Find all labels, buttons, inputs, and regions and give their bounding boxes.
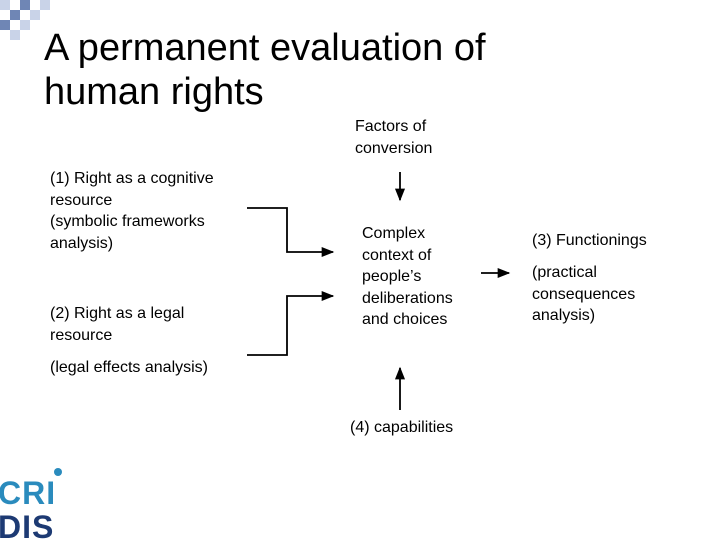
- cridis-logo: CRI DIS: [0, 468, 62, 540]
- connector-legal: [247, 290, 335, 356]
- capabilities-label: (4) capabilities: [350, 419, 454, 436]
- svg-text:DIS: DIS: [0, 509, 54, 540]
- factors-of-conversion-label: Factors of conversion: [355, 118, 433, 157]
- svg-text:CRI: CRI: [0, 475, 56, 511]
- connector-cognitive: [247, 207, 335, 258]
- legal-effects-label: (legal effects analysis): [50, 359, 208, 376]
- corner-decoration: [0, 0, 50, 40]
- cognitive-resource-label: (1) Right as a cognitive resource (symbo…: [50, 170, 214, 252]
- complex-context-label: Complex context of people’s deliberation…: [362, 225, 453, 328]
- functionings-label: (3) Functionings: [532, 232, 647, 249]
- legal-resource-label: (2) Right as a legal resource: [50, 305, 185, 344]
- practical-consequences-label: (practical consequences analysis): [532, 264, 636, 324]
- slide-title: A permanent evaluation of human rights: [44, 27, 486, 113]
